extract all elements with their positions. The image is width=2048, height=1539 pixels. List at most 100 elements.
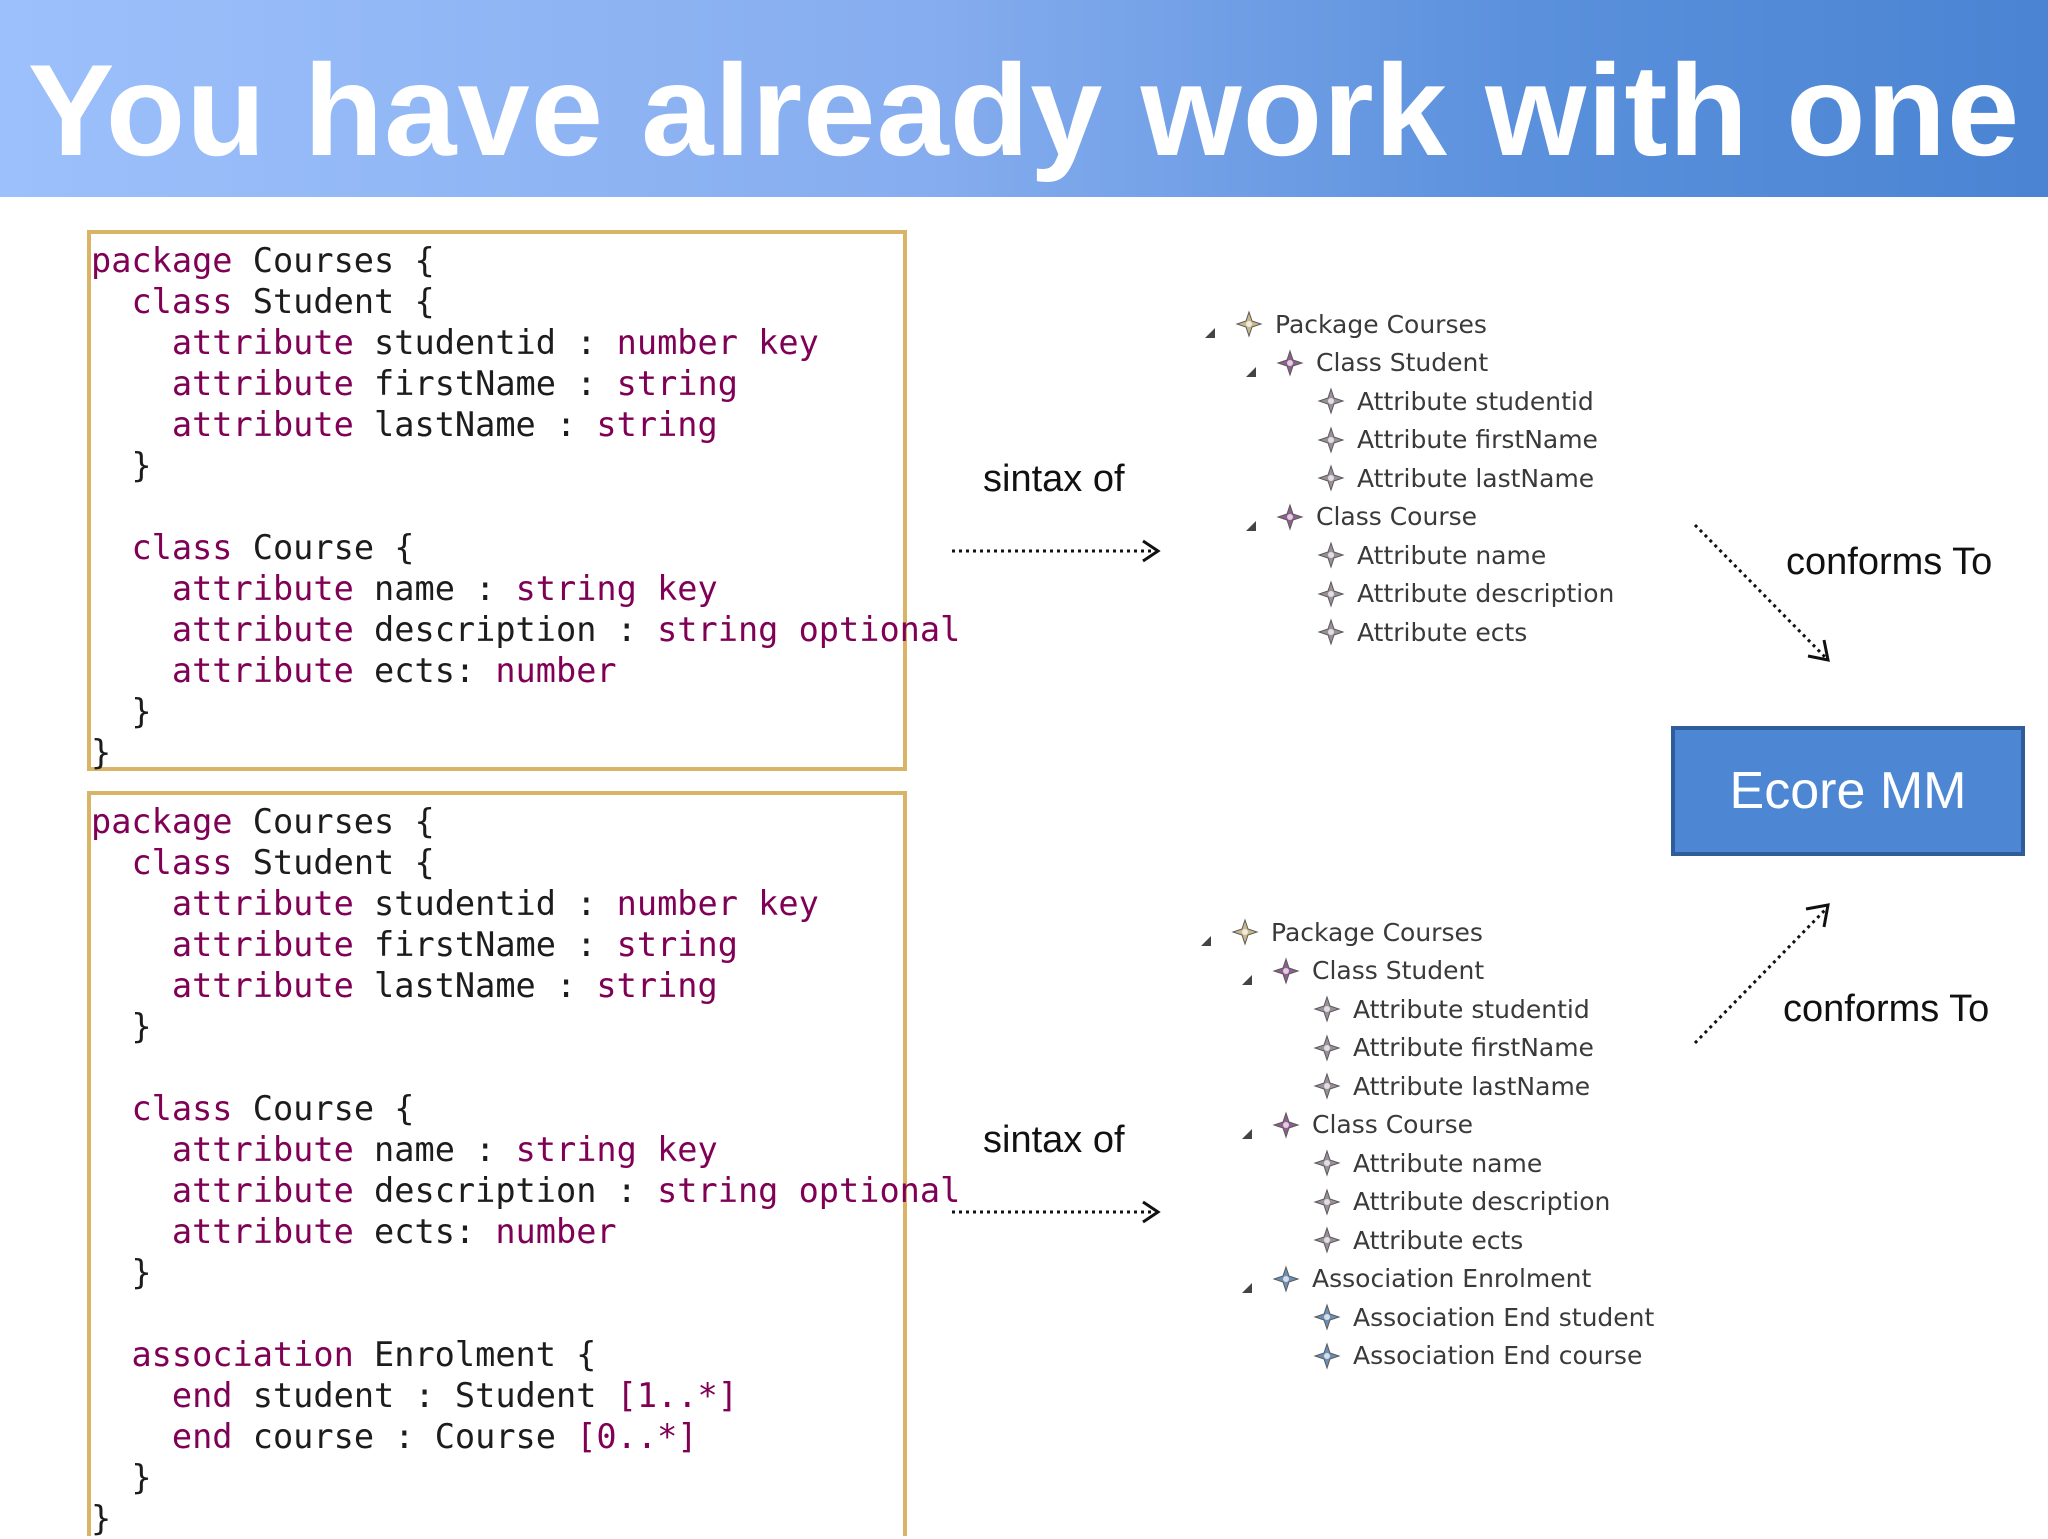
- tree-node[interactable]: Attribute name: [1285, 536, 1546, 574]
- syntax-of-label-top: sintax of: [983, 458, 1125, 500]
- code-keyword: string: [657, 1171, 779, 1210]
- tree-node[interactable]: Attribute lastName: [1281, 1067, 1590, 1105]
- code-text: description :: [353, 610, 658, 649]
- code-text: [637, 1130, 657, 1169]
- code-line: }: [91, 732, 903, 773]
- code-text: [778, 1171, 798, 1210]
- code-keyword: key: [758, 884, 819, 923]
- code-keyword: string: [657, 610, 779, 649]
- attribute-icon: [1313, 1072, 1341, 1100]
- code-keyword: class: [131, 528, 233, 567]
- code-keyword: association: [131, 1335, 354, 1374]
- tree-node[interactable]: Attribute name: [1281, 1144, 1542, 1182]
- tree-node-label: Class Student: [1316, 348, 1489, 377]
- code-line: attribute ects: number: [91, 650, 903, 691]
- class-icon: [1272, 956, 1300, 985]
- tree-node-label: Package Courses: [1271, 917, 1483, 947]
- title-banner: [0, 0, 2048, 197]
- code-line: }: [91, 1006, 903, 1047]
- attribute-icon: [1313, 995, 1341, 1023]
- tree-node[interactable]: Association End course: [1281, 1337, 1642, 1375]
- code-line: }: [91, 1498, 903, 1539]
- tree-node[interactable]: Attribute ects: [1281, 1221, 1523, 1259]
- code-text: [91, 651, 172, 690]
- code-keyword: attribute: [171, 610, 354, 649]
- tree-node[interactable]: Attribute lastName: [1285, 459, 1594, 497]
- expand-triangle-icon[interactable]: [1240, 964, 1254, 985]
- code-text: name :: [353, 569, 516, 608]
- expand-triangle-icon[interactable]: [1244, 356, 1258, 377]
- code-keyword: number: [616, 323, 738, 362]
- code-text: [91, 569, 172, 608]
- code-text: Course {: [232, 1089, 415, 1128]
- code-keyword: package: [91, 241, 233, 280]
- tree-node[interactable]: Attribute firstName: [1285, 421, 1598, 459]
- tree-node-label: Class Student: [1312, 956, 1485, 985]
- code-line: }: [91, 1457, 903, 1498]
- conforms-to-label-bottom: conforms To: [1783, 988, 1990, 1030]
- tree-node-label: Package Courses: [1275, 309, 1487, 339]
- code-text: student : Student: [232, 1376, 617, 1415]
- code-text: [91, 364, 172, 403]
- tree-node[interactable]: Attribute studentid: [1281, 990, 1590, 1028]
- code-text: }: [91, 1499, 112, 1538]
- attribute-icon: [1313, 1149, 1341, 1177]
- tree-node-label: Attribute name: [1353, 1148, 1543, 1178]
- slide-title: You have already work with one: [27, 37, 2021, 183]
- tree-node[interactable]: Association End student: [1281, 1298, 1654, 1336]
- code-text: [91, 843, 131, 882]
- expand-triangle-icon[interactable]: [1203, 317, 1217, 338]
- tree-node[interactable]: Class Course: [1240, 1106, 1473, 1144]
- code-text: [91, 1376, 172, 1415]
- code-line: class Student {: [91, 842, 903, 883]
- code-text: [91, 1089, 131, 1128]
- tree-node-label: Attribute ects: [1353, 1225, 1524, 1255]
- tree-node[interactable]: Attribute description: [1285, 575, 1614, 613]
- syntax-arrow-top: [952, 539, 1161, 563]
- conforms-arrow-top: [1693, 523, 1830, 662]
- expand-triangle-icon[interactable]: [1240, 1118, 1254, 1139]
- code-line: attribute name : string key: [91, 568, 903, 609]
- code-text: ects:: [353, 1212, 496, 1251]
- code-line: attribute description : string optional: [91, 1170, 960, 1211]
- code-box-top: package Courses { class Student { attrib…: [87, 230, 960, 773]
- code-keyword: optional: [798, 1171, 961, 1210]
- code-text: [91, 323, 172, 362]
- tree-node[interactable]: Attribute ects: [1285, 613, 1527, 651]
- tree-node[interactable]: Class Student: [1244, 344, 1488, 382]
- expand-triangle-icon[interactable]: [1244, 510, 1258, 531]
- expand-triangle-icon[interactable]: [1240, 1272, 1254, 1293]
- code-line: package Courses {: [91, 240, 903, 281]
- code-keyword: class: [131, 843, 233, 882]
- code-text: [91, 925, 172, 964]
- tree-node[interactable]: Class Student: [1240, 952, 1484, 990]
- tree-node[interactable]: Attribute description: [1281, 1183, 1610, 1221]
- tree-node[interactable]: Attribute studentid: [1285, 382, 1594, 420]
- code-text: course : Course: [232, 1417, 577, 1456]
- tree-node-label: Association Enrolment: [1312, 1264, 1592, 1293]
- tree-node[interactable]: Class Course: [1244, 498, 1477, 536]
- code-text: }: [91, 733, 112, 772]
- code-keyword: attribute: [171, 569, 354, 608]
- attribute-icon: [1317, 618, 1345, 646]
- code-keyword: string: [616, 364, 738, 403]
- package-icon: [1235, 310, 1263, 338]
- tree-node[interactable]: Package Courses: [1203, 305, 1487, 343]
- code-keyword: key: [758, 323, 819, 362]
- code-keyword: end: [171, 1376, 233, 1415]
- tree-node[interactable]: Attribute firstName: [1281, 1029, 1594, 1067]
- code-line: attribute studentid : number key: [91, 322, 903, 363]
- tree-node-label: Attribute description: [1353, 1187, 1611, 1216]
- code-line: [91, 1293, 903, 1334]
- tree-node[interactable]: Association Enrolment: [1240, 1260, 1591, 1298]
- code-text: }: [91, 1458, 152, 1497]
- class-icon: [1276, 502, 1304, 531]
- code-keyword: attribute: [171, 651, 354, 690]
- tree-node[interactable]: Package Courses: [1199, 913, 1483, 951]
- expand-triangle-icon[interactable]: [1199, 925, 1213, 946]
- code-text: firstName :: [353, 925, 617, 964]
- tree-node-label: Attribute ects: [1357, 617, 1528, 647]
- tree-node-label: Attribute lastName: [1353, 1071, 1591, 1101]
- code-text: [91, 1171, 172, 1210]
- code-keyword: attribute: [171, 323, 354, 362]
